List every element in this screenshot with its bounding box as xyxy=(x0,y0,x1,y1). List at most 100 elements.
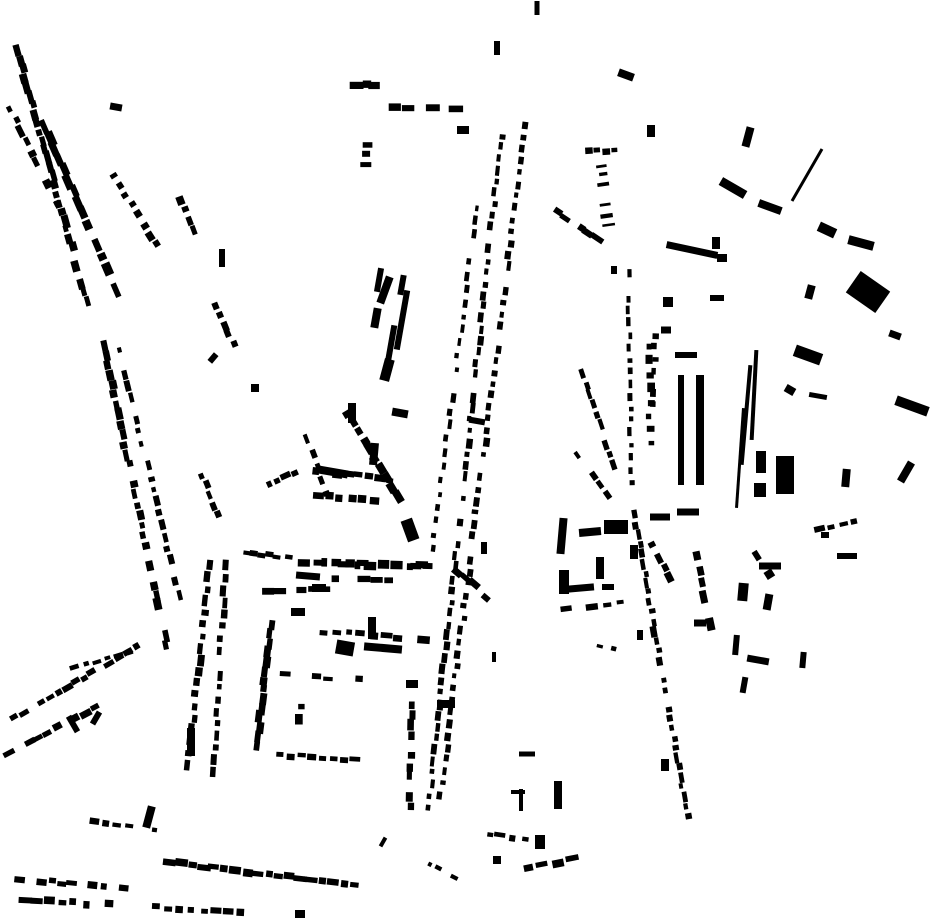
building xyxy=(678,772,685,784)
building xyxy=(430,532,437,539)
building xyxy=(317,475,326,486)
building xyxy=(279,670,291,677)
building xyxy=(409,710,416,720)
building xyxy=(83,295,92,307)
building xyxy=(162,858,177,867)
building xyxy=(266,627,273,639)
building xyxy=(629,480,635,486)
building xyxy=(602,489,613,501)
building xyxy=(151,902,160,910)
building xyxy=(407,718,414,731)
building xyxy=(376,275,394,305)
building xyxy=(27,149,38,159)
building xyxy=(465,438,474,450)
building xyxy=(430,779,436,789)
building xyxy=(76,205,89,220)
building xyxy=(515,181,522,190)
building xyxy=(370,307,382,329)
building xyxy=(100,261,115,277)
building xyxy=(470,519,478,530)
building xyxy=(677,508,699,516)
building xyxy=(446,607,453,617)
building xyxy=(163,545,171,553)
building xyxy=(645,588,652,595)
building xyxy=(190,689,199,698)
building xyxy=(112,822,122,828)
building xyxy=(440,780,446,786)
building xyxy=(204,586,211,594)
building xyxy=(58,162,71,177)
building xyxy=(451,673,457,679)
building xyxy=(535,860,548,869)
building xyxy=(448,586,456,595)
building xyxy=(464,451,470,458)
building xyxy=(596,557,604,579)
building xyxy=(454,662,461,670)
building xyxy=(461,314,467,320)
building xyxy=(68,241,78,252)
building xyxy=(481,542,487,554)
building xyxy=(827,524,835,531)
building xyxy=(198,619,207,628)
building xyxy=(511,202,518,211)
building xyxy=(60,214,71,230)
building xyxy=(386,477,394,484)
building xyxy=(897,460,915,484)
building xyxy=(297,559,310,567)
building xyxy=(392,634,403,642)
building xyxy=(718,177,748,199)
building xyxy=(203,570,211,583)
building xyxy=(496,321,504,330)
building xyxy=(12,43,22,58)
building xyxy=(449,684,457,692)
building xyxy=(100,883,108,890)
building xyxy=(272,554,281,560)
building xyxy=(215,696,222,704)
building xyxy=(408,701,415,710)
building xyxy=(480,301,487,309)
building xyxy=(732,634,740,656)
building xyxy=(628,332,633,340)
building xyxy=(463,271,470,282)
building xyxy=(597,418,605,431)
building xyxy=(491,370,498,377)
building xyxy=(645,597,652,606)
building xyxy=(176,589,184,601)
building xyxy=(276,751,284,758)
building xyxy=(888,329,902,341)
building xyxy=(455,540,461,549)
building xyxy=(602,222,616,227)
building xyxy=(400,517,420,543)
building xyxy=(223,329,232,338)
building xyxy=(65,714,81,734)
building xyxy=(297,752,306,758)
building xyxy=(170,576,179,586)
building xyxy=(283,871,295,880)
building xyxy=(739,676,749,694)
building xyxy=(647,540,657,549)
building xyxy=(477,335,485,346)
building xyxy=(437,491,443,498)
building xyxy=(87,881,98,890)
building xyxy=(162,629,171,643)
building xyxy=(92,658,102,666)
building xyxy=(312,584,326,592)
building xyxy=(279,470,292,481)
building xyxy=(717,254,727,262)
building xyxy=(429,768,435,775)
building xyxy=(103,659,115,669)
building xyxy=(211,301,220,311)
building xyxy=(442,767,447,776)
building xyxy=(521,836,529,842)
building xyxy=(629,443,634,448)
building xyxy=(161,639,170,651)
building xyxy=(187,728,195,756)
building xyxy=(254,730,262,743)
building xyxy=(360,162,372,168)
building xyxy=(249,549,258,557)
building xyxy=(103,359,112,371)
building xyxy=(31,116,41,128)
building xyxy=(661,326,671,334)
building xyxy=(264,550,274,558)
building xyxy=(668,724,675,732)
